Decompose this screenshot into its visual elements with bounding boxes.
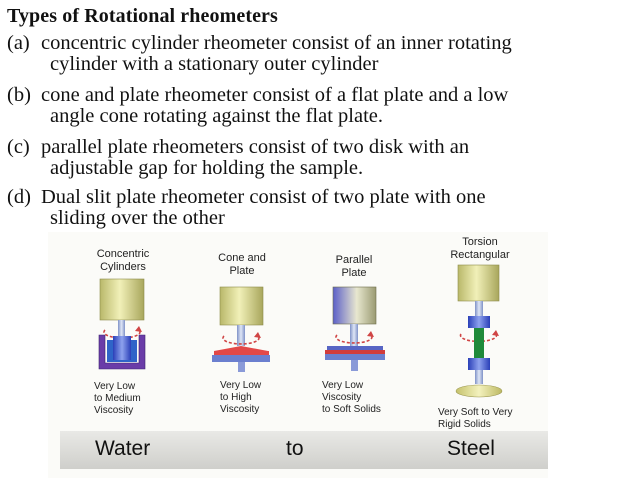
concentric-cylinders-illustration [98, 278, 146, 370]
parallel-plate-illustration [325, 286, 385, 371]
viscosity-line: Very Low [94, 381, 136, 392]
viscosity-line: Viscosity [322, 392, 362, 403]
viscosity-cone-and-plate: Very Low to High Viscosity [220, 380, 261, 416]
item-text-line2: angle cone rotating against the flat pla… [50, 105, 383, 127]
type-name-line2: Plate [341, 267, 367, 279]
slide-title: Types of Rotational rheometers [7, 5, 278, 27]
item-text-line1: cone and plate rheometer consist of a fl… [41, 84, 509, 106]
item-text-line1: parallel plate rheometers consist of two… [41, 136, 470, 158]
viscosity-torsion-rectangular: Very Soft to Very Rigid Solids [438, 407, 512, 431]
cone-and-plate-illustration [212, 286, 270, 372]
viscosity-line: to High [220, 392, 252, 403]
type-name-line2: Plate [229, 265, 255, 277]
item-text-line2: sliding over the other [50, 207, 225, 229]
item-label: (b) [7, 84, 31, 106]
type-name-line1: Torsion [462, 236, 498, 248]
header-parallel-plate: Parallel Plate [309, 254, 399, 280]
item-text-line1: concentric cylinder rheometer consist of… [41, 32, 512, 54]
item-label: (c) [7, 136, 30, 158]
type-name-line2: Rectangular [450, 249, 510, 261]
viscosity-line: Very Soft to Very [438, 407, 513, 418]
item-label: (a) [7, 32, 30, 54]
viscosity-line: Very Low [220, 380, 262, 391]
viscosity-concentric-cylinders: Very Low to Medium Viscosity [94, 381, 141, 417]
item-text-line2: adjustable gap for holding the sample. [50, 157, 364, 179]
scale-steel-label: Steel [447, 437, 495, 460]
viscosity-line: Viscosity [94, 405, 134, 416]
viscosity-parallel-plate: Very Low Viscosity to Soft Solids [322, 380, 381, 416]
type-name-line1: Parallel [335, 254, 373, 266]
viscosity-line: Viscosity [220, 404, 260, 415]
item-text-line2: cylinder with a stationary outer cylinde… [50, 53, 379, 75]
viscosity-line: to Medium [94, 393, 141, 404]
header-concentric-cylinders: Concentric Cylinders [78, 248, 168, 274]
torsion-rectangular-illustration [455, 264, 503, 398]
item-label: (d) [7, 186, 31, 208]
type-name-line1: Concentric [96, 248, 150, 260]
header-cone-and-plate: Cone and Plate [197, 252, 287, 278]
viscosity-line: Very Low [322, 380, 364, 391]
type-name-line1: Cone and [218, 252, 266, 264]
viscosity-line: Rigid Solids [438, 419, 491, 430]
type-name-line2: Cylinders [100, 261, 146, 273]
header-torsion-rectangular: Torsion Rectangular [433, 236, 527, 262]
scale-bar [60, 431, 548, 469]
scale-to-label: to [286, 437, 304, 460]
viscosity-line: to Soft Solids [322, 404, 381, 415]
scale-water-label: Water [95, 437, 151, 460]
item-text-line1: Dual slit plate rheometer consist of two… [41, 186, 486, 208]
